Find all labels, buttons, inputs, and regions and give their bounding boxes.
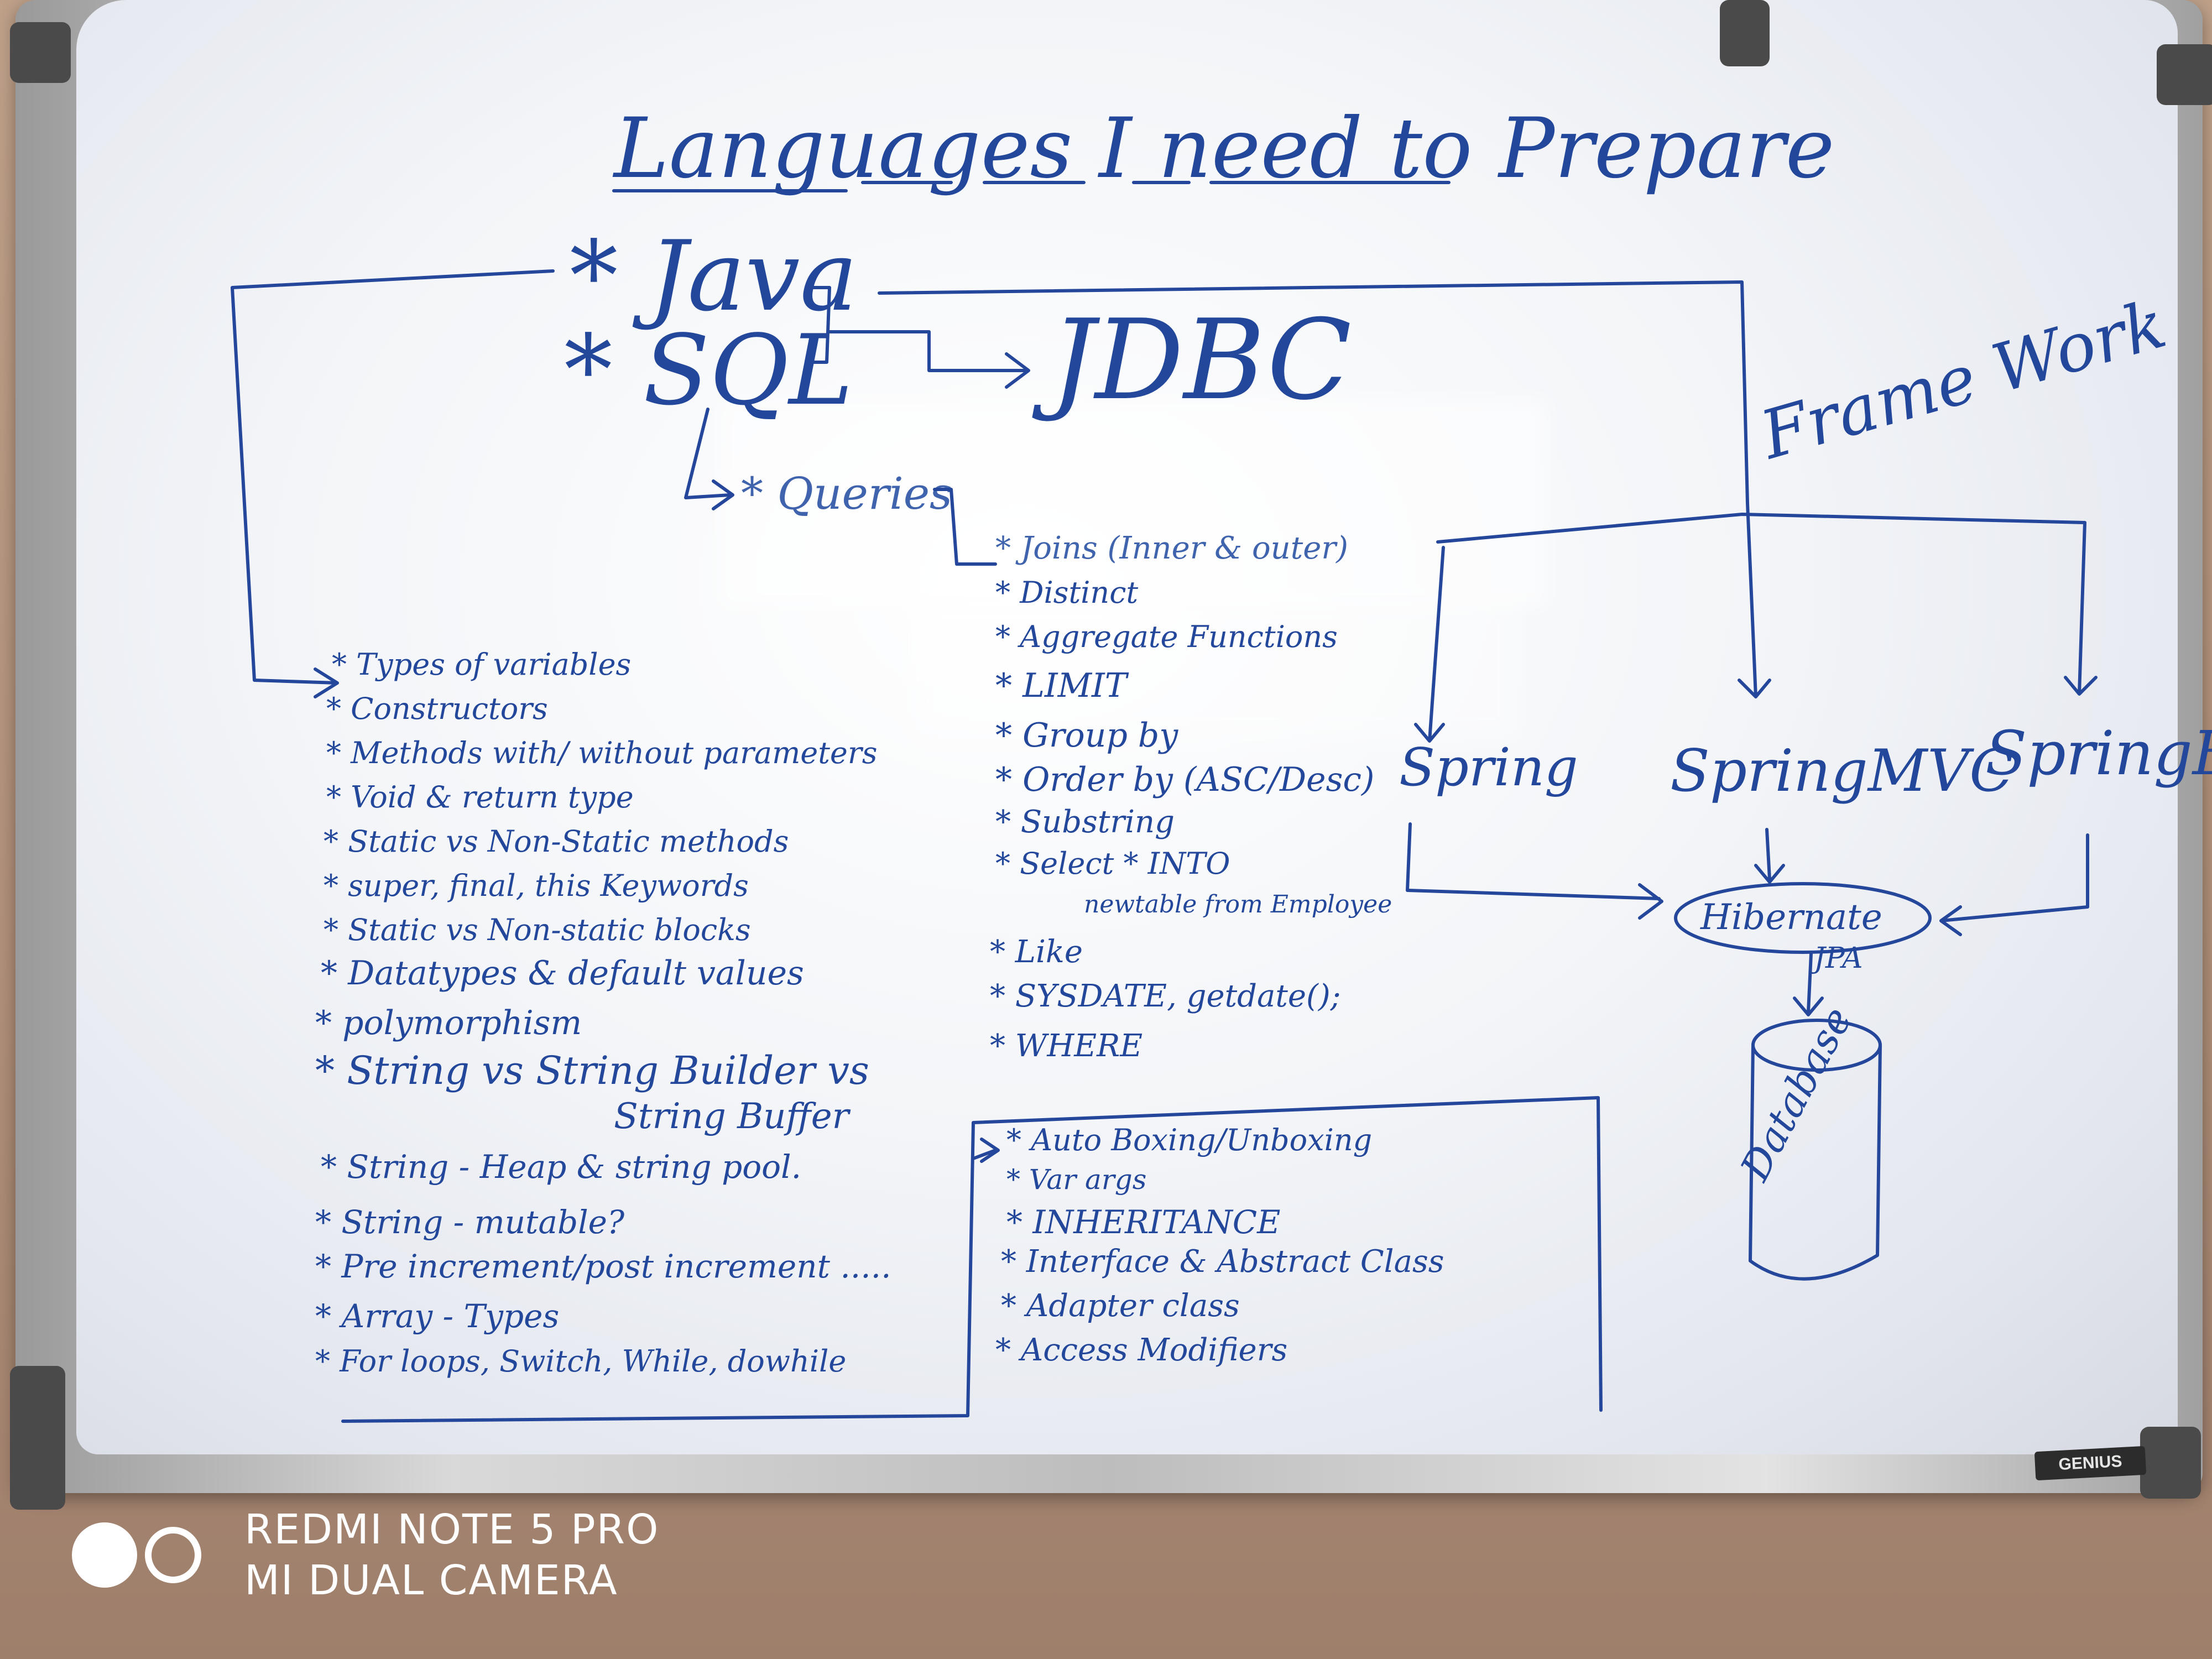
java-framework-connector [878,280,1749,505]
more-java-topic: * INHERITANCE [1006,1203,1280,1241]
java-topic: * Static vs Non-static blocks [324,912,751,947]
jpa-label: JPA [1809,942,1863,975]
frame-corner-top-left [10,22,71,83]
more-java-topic: * Auto Boxing/Unboxing [1006,1123,1372,1157]
database-label: Database [1731,999,1861,1188]
title-underline [612,181,1451,192]
boot-hibernate-arrow [1939,833,2089,936]
hibernate-db-arrow [1793,952,1824,1016]
sql-topic: * WHERE [990,1028,1142,1064]
watermark-line2: MI DUAL CAMERA [244,1557,618,1604]
spring-label: Spring [1399,737,1578,798]
more-java-topic: * Interface & Abstract Class [1001,1244,1444,1280]
watermark-line1: REDMI NOTE 5 PRO [244,1506,660,1553]
window-reflection [719,398,1548,608]
hibernate-label: Hibernate [1700,897,1882,938]
more-java-topic: * Var args [1006,1164,1146,1196]
watermark-dot-ring [145,1527,201,1583]
java-topic: * String - mutable? [315,1203,625,1241]
mvc-hibernate-arrow [1754,828,1785,884]
camera-watermark: REDMI NOTE 5 PRO MI DUAL CAMERA [72,1504,659,1606]
queries-bracket [933,488,997,566]
java-topics-list: * Types of variables * Constructors * Me… [315,647,891,1379]
java-topic: * Constructors [326,691,548,726]
springboot-label: SpringBoot [1985,718,2212,789]
java-topic: * Static vs Non-Static methods [324,824,789,859]
java-topic: * Types of variables [332,647,631,682]
sql-topic: * Distinct [995,575,1138,610]
java-topic: * For loops, Switch, While, dowhile [315,1344,846,1379]
more-java-topic: * Adapter class [1001,1288,1240,1324]
sql-topics-list: * Joins (Inner & outer) * Distinct * Agg… [990,530,1392,1064]
sql-topic: * LIMIT [995,666,1129,705]
sql-topic: * Substring [995,804,1175,840]
java-topic: * Datatypes & default values [321,954,804,993]
sql-topic: * Group by [995,716,1178,755]
hibernate-ellipse [1674,882,1932,954]
sql-topic: * Order by (ASC/Desc) [995,760,1374,799]
jdbc-label: JDBC [1032,296,1352,425]
queries-label: * Queries [741,468,952,519]
java-topic: * String vs String Builder vs [315,1048,869,1093]
java-topic: * polymorphism [315,1004,582,1042]
java-topic: * Methods with/ without parameters [326,735,877,770]
java-sql-bracket [806,286,831,364]
framework-label: Frame Work [1752,286,2174,475]
java-topic: * Array - Types [315,1297,559,1335]
springmvc-arrow [1738,502,1771,698]
spring-hibernate-arrow [1406,822,1663,920]
frame-corner-bottom-right [2140,1427,2201,1499]
more-topics-arrow [972,1138,1000,1163]
frame-corner-bottom-left [10,1366,65,1510]
sql-topic: * Joins (Inner & outer) [995,530,1348,566]
sql-topic: * SYSDATE, getdate(); [990,978,1341,1014]
springboot-arrow [1436,513,2098,696]
java-topics-connector [231,269,555,698]
frame-corner-right [2157,44,2212,105]
whiteboard-surface [76,0,2178,1454]
sql-topic: * Aggregate Functions [995,619,1338,654]
java-topic: * String - Heap & string pool. [321,1148,801,1186]
sql-topic: * Select * INTO [995,846,1230,881]
jdbc-arrow [828,330,1030,389]
more-java-topic: * Access Modifiers [995,1332,1287,1368]
java-topic: * Pre increment/post increment ..... [315,1248,891,1285]
frame-clip-top-right [1720,0,1770,66]
whiteboard-frame [15,0,2203,1493]
more-java-topics-list: * Auto Boxing/Unboxing * Var args * INHE… [995,1123,1444,1368]
spring-arrow [1414,546,1445,743]
sql-queries-arrow [684,408,734,510]
java-label: * Java [570,221,858,333]
more-topics-box [341,1096,1603,1423]
database-body [1749,1044,1882,1281]
window-reflection-lower [912,597,1521,741]
java-topic: * Void & return type [326,780,634,815]
java-topic: * super, final, this Keywords [324,868,749,903]
springmvc-label: SpringMVC [1670,737,2013,805]
java-topic: String Buffer [614,1096,851,1137]
watermark-text: REDMI NOTE 5 PRO MI DUAL CAMERA [244,1504,659,1606]
sql-topic: * Like [990,934,1083,970]
sql-topic: newtable from Employee [1084,890,1392,919]
watermark-dot-filled [72,1522,137,1588]
